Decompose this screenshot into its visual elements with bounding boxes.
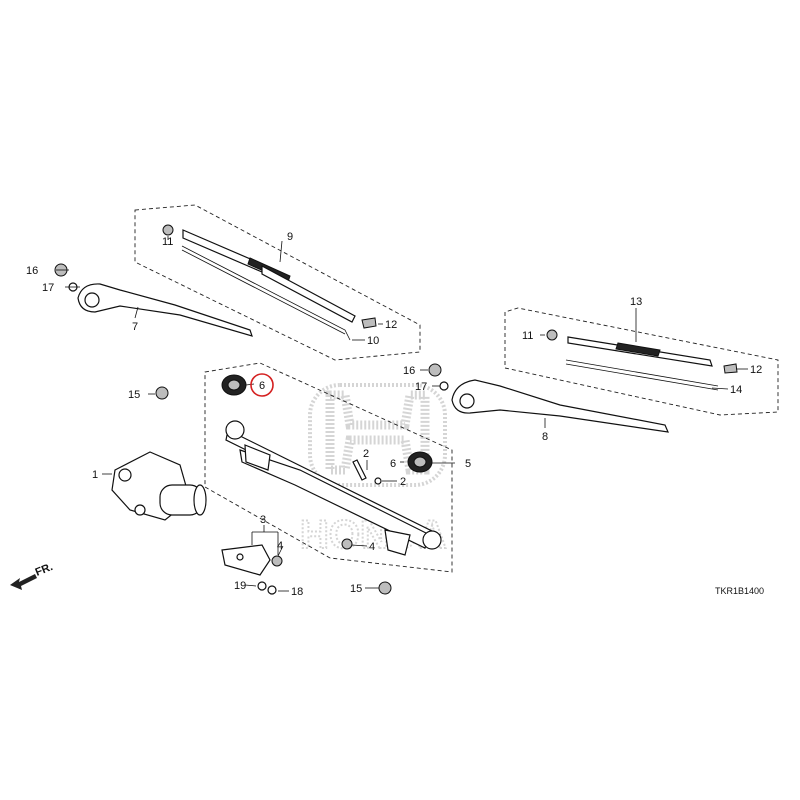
callout-17a: 17 — [42, 282, 54, 294]
callout-11a: 11 — [162, 236, 173, 248]
callout-11b: 11 — [522, 330, 533, 342]
diagram-code: TKR1B1400 — [715, 586, 764, 596]
callout-17b: 17 — [415, 381, 427, 393]
callout-8: 8 — [542, 431, 548, 443]
callout-12b: 12 — [750, 364, 762, 376]
callout-4a: 4 — [277, 540, 283, 552]
callout-14: 14 — [730, 384, 742, 396]
callout-15b: 15 — [350, 583, 362, 595]
callout-3: 3 — [260, 514, 266, 526]
wiper-blade-passenger — [565, 336, 719, 391]
callout-18: 18 — [291, 586, 303, 598]
callout-13: 13 — [630, 296, 642, 308]
callout-12a: 12 — [385, 319, 397, 331]
callout-15a: 15 — [128, 389, 140, 401]
wiper-blade-driver — [181, 229, 356, 341]
callout-6b: 6 — [390, 458, 396, 470]
callout-10: 10 — [367, 335, 379, 347]
callout-4b: 4 — [369, 541, 375, 553]
leader-lines — [56, 236, 748, 592]
front-indicator: FR. — [10, 561, 55, 590]
callout-1: 1 — [92, 469, 98, 481]
wiper-motor — [111, 451, 207, 521]
highlight-circle — [250, 373, 274, 397]
callout-9: 9 — [287, 231, 293, 243]
callout-16b: 16 — [403, 365, 415, 377]
pivot-cap-2 — [407, 451, 433, 473]
callout-7: 7 — [132, 321, 138, 333]
hardware — [54, 224, 738, 595]
callout-6a: 6 — [259, 380, 265, 392]
group-box-5 — [204, 362, 453, 573]
callout-2a: 2 — [363, 448, 369, 460]
wiper-arm-passenger — [451, 379, 669, 433]
callout-16a: 16 — [26, 265, 38, 277]
pivot-cap-1 — [221, 374, 247, 396]
front-indicator-label: FR. — [34, 561, 55, 579]
mounting-bracket — [221, 544, 271, 576]
callout-5: 5 — [465, 458, 471, 470]
callout-2b: 2 — [400, 476, 406, 488]
wiper-linkage — [225, 420, 442, 556]
wiper-arm-driver — [77, 283, 253, 337]
group-box-13 — [504, 307, 779, 416]
callout-19: 19 — [234, 580, 246, 592]
